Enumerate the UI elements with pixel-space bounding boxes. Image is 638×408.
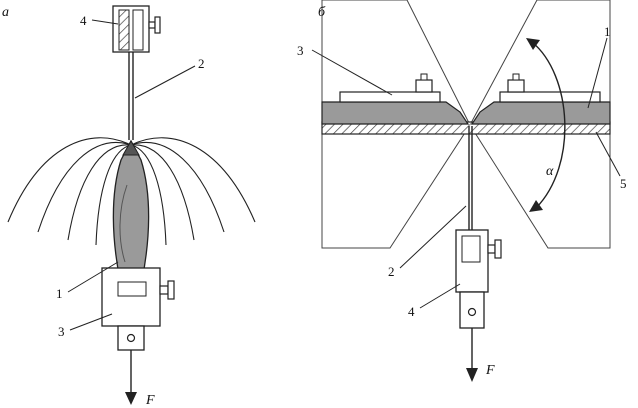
angle-arc (526, 38, 566, 212)
label-b-5: 5 (620, 176, 627, 191)
panel-b: б 3 1 5 α 2 4 F (297, 0, 627, 382)
force-label-a: F (145, 393, 155, 408)
bottom-clamp-a (101, 267, 175, 351)
label-b-1: 1 (604, 24, 611, 39)
label-a-2: 2 (198, 56, 205, 71)
field-lines (7, 137, 256, 246)
label-a-3: 3 (58, 324, 65, 339)
top-clamp-a (112, 5, 161, 53)
label-a-1: 1 (56, 286, 63, 301)
angle-label: α (546, 164, 554, 179)
label-b-2: 2 (388, 264, 395, 279)
force-arrow-a (125, 350, 137, 405)
panel-a: а 4 2 1 3 F (2, 5, 256, 408)
panel-b-letter: б (318, 5, 326, 20)
force-arrow-b (466, 328, 478, 382)
label-b-3: 3 (297, 43, 304, 58)
label-b-4: 4 (408, 304, 415, 319)
leaders-b (311, 37, 621, 309)
force-label-b: F (485, 363, 495, 378)
label-a-4: 4 (80, 13, 87, 28)
panel-a-letter: а (2, 5, 9, 20)
clamp-b (455, 229, 502, 329)
leaders-a (67, 19, 196, 331)
specimen-a (112, 139, 150, 281)
specimen-left (321, 73, 470, 125)
specimen-right (470, 73, 611, 125)
